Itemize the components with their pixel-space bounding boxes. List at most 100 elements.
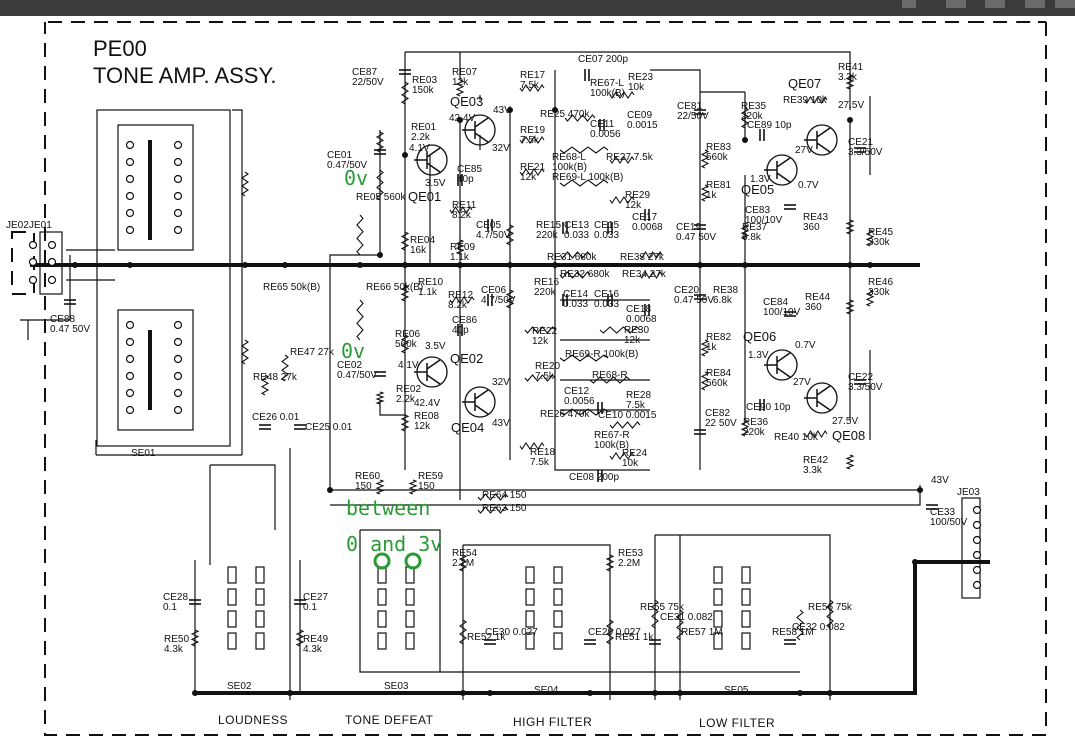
jack-pin	[28, 240, 38, 250]
viewer-toolbar	[0, 0, 1075, 16]
component-label: RE33 27k	[620, 252, 665, 263]
component-value: 0.47 50V	[674, 295, 714, 306]
jack-pin	[47, 257, 57, 267]
component-label: CE30 0.027	[485, 627, 538, 638]
resistor	[845, 74, 855, 90]
resistor	[700, 371, 710, 391]
annotation-0v-bottom: 0v	[341, 339, 365, 363]
component-label: RE43	[803, 212, 828, 223]
switch-contact	[125, 354, 135, 364]
component-value: 40p	[452, 325, 469, 336]
component-label: CE32 0.082	[792, 622, 845, 633]
component-label: RE57 1M	[681, 627, 723, 638]
qe01-label: QE01	[408, 189, 441, 204]
component-value: 22/50V	[677, 111, 709, 122]
jack-pins	[28, 240, 982, 590]
qe01-symbol	[414, 147, 441, 173]
component-value: 150k	[412, 85, 435, 96]
junction-dot	[402, 152, 408, 158]
component-label: CE88	[50, 314, 75, 325]
component-value: 100k(B)	[594, 440, 629, 451]
qe04-label: QE04	[451, 420, 484, 435]
component-label: RE18	[530, 447, 555, 458]
voltage-label: 42.4V	[414, 398, 440, 409]
component-label: CE90 10p	[746, 402, 791, 413]
component-label: CE13	[564, 220, 589, 231]
component-value: 2.2M	[618, 558, 640, 569]
component-label: CE20	[674, 285, 699, 296]
jack-pin	[972, 535, 982, 545]
component-label: CE09	[627, 110, 652, 121]
loudness-section-title: LOUDNESS	[218, 713, 288, 727]
component-value: 220k	[534, 287, 557, 298]
jack-pin	[972, 580, 982, 590]
probe-marker-right	[404, 552, 422, 570]
resistor	[564, 114, 596, 122]
viewer-button[interactable]	[1025, 0, 1045, 8]
viewer-button[interactable]	[946, 0, 966, 8]
se05-switch	[741, 610, 751, 628]
junction-dot	[507, 107, 513, 113]
resistor	[519, 136, 545, 144]
voltage-label: 4.1V	[398, 360, 419, 371]
jack-pin	[972, 520, 982, 530]
se01-label: SE01	[131, 448, 156, 459]
component-value: 1.1k	[418, 287, 438, 298]
component-label: RE08	[414, 411, 439, 422]
viewer-button[interactable]	[985, 0, 1005, 8]
resistor	[356, 214, 364, 256]
component-label: CE18	[626, 304, 651, 315]
switch-contact	[125, 174, 135, 184]
viewer-button[interactable]	[902, 0, 916, 8]
component-label: RE41	[838, 62, 863, 73]
component-label: RE09	[450, 242, 475, 253]
component-label: RE45	[868, 227, 893, 238]
component-value: 1k	[706, 342, 718, 353]
component-label: CE89 10p	[747, 120, 792, 131]
voltage-label: 43V	[493, 105, 511, 116]
junction-dot	[507, 262, 513, 268]
component-value: 4.3k	[164, 644, 184, 655]
resistor	[519, 84, 545, 92]
junction-dot	[552, 107, 558, 113]
voltage-label: 32V	[492, 377, 510, 388]
component-label: RE44	[805, 292, 830, 303]
resistor	[449, 296, 475, 304]
component-value: 7.5k	[535, 371, 555, 382]
component-label: RE69-R 100k(B)	[565, 349, 638, 360]
resistor	[606, 619, 614, 645]
component-label: RE50	[164, 634, 189, 645]
component-label: RE54	[452, 548, 477, 559]
resistor	[505, 224, 515, 246]
switch-contact	[125, 140, 135, 150]
annotation-0v-top: 0v	[344, 166, 368, 190]
component-value: 360	[803, 222, 820, 233]
component-label: RE30	[624, 325, 649, 336]
junction-dot	[552, 262, 558, 268]
voltage-label: 42.4V	[449, 113, 475, 124]
component-label: CE85	[457, 164, 482, 175]
component-label: RE53	[618, 548, 643, 559]
junctions	[72, 107, 923, 696]
component-label: RE12	[448, 290, 473, 301]
switch-contact	[173, 320, 183, 330]
resistor	[400, 334, 410, 354]
component-label: CE12	[564, 386, 589, 397]
junction-dot	[460, 690, 466, 696]
resistor	[865, 289, 875, 307]
component-value: 0.1	[163, 602, 177, 613]
se02-switch	[255, 632, 265, 650]
resistor	[559, 146, 609, 154]
se05-switch	[741, 588, 751, 606]
component-label: RE15	[536, 220, 561, 231]
component-value: 0.033	[594, 299, 619, 310]
viewer-button[interactable]	[1055, 0, 1075, 8]
component-value: 8.2k	[448, 300, 468, 311]
component-label: RE36	[743, 417, 768, 428]
resistor	[400, 414, 410, 432]
component-label: RE34 27k	[622, 269, 667, 280]
voltage-label: 4.1V	[409, 143, 430, 154]
resistor	[455, 239, 465, 255]
component-value: 330k	[868, 237, 891, 248]
qe08-symbol	[804, 385, 831, 411]
